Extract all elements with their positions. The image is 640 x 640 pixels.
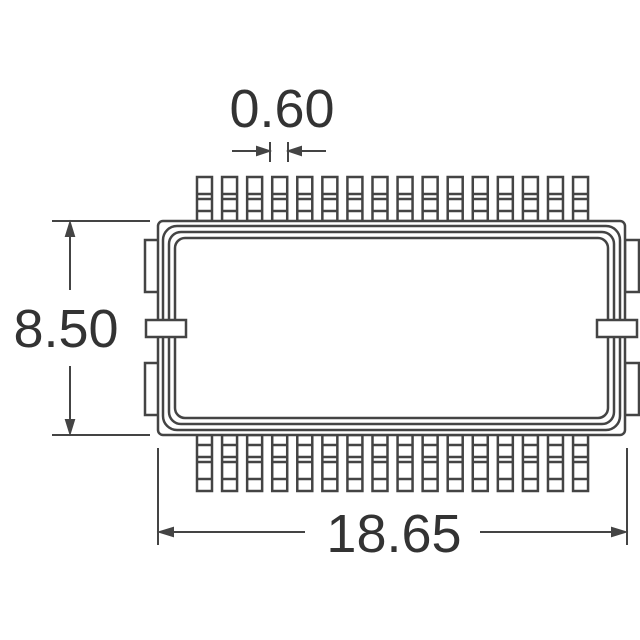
pin xyxy=(571,433,590,493)
pin-pitch-label: 0.60 xyxy=(229,79,334,139)
pin xyxy=(371,433,389,493)
pin xyxy=(220,433,239,493)
pin xyxy=(220,175,239,223)
mid-clips xyxy=(144,318,639,339)
width-label: 18.65 xyxy=(326,504,461,564)
pin xyxy=(546,433,565,493)
pin xyxy=(270,433,289,493)
pin xyxy=(446,433,464,493)
pin xyxy=(371,175,389,223)
pin xyxy=(195,175,214,223)
pin xyxy=(346,175,364,223)
pin xyxy=(496,175,515,223)
pin xyxy=(245,175,264,223)
pin xyxy=(321,433,339,493)
pin xyxy=(270,175,289,223)
left-clip xyxy=(144,318,188,339)
pin xyxy=(521,433,540,493)
pin xyxy=(346,433,364,493)
pin xyxy=(446,175,464,223)
height-label: 8.50 xyxy=(13,299,118,359)
dimension-lines xyxy=(52,142,629,545)
body-outer xyxy=(156,219,627,437)
pin xyxy=(396,433,414,493)
right-lower-tab xyxy=(623,361,640,417)
pin xyxy=(496,433,515,493)
pin xyxy=(471,175,490,223)
right-clip xyxy=(595,318,639,339)
pin xyxy=(571,175,590,223)
bottom-pin-row xyxy=(195,433,590,493)
package-body xyxy=(156,219,627,437)
pin xyxy=(296,175,314,223)
right-upper-tab xyxy=(623,238,640,294)
pin xyxy=(321,175,339,223)
pin xyxy=(396,175,414,223)
pin xyxy=(245,433,264,493)
pin xyxy=(546,175,565,223)
pin xyxy=(471,433,490,493)
pin xyxy=(521,175,540,223)
pin xyxy=(296,433,314,493)
pin xyxy=(421,175,439,223)
pin xyxy=(195,433,214,493)
pin xyxy=(421,433,439,493)
top-pin-row xyxy=(195,175,590,223)
